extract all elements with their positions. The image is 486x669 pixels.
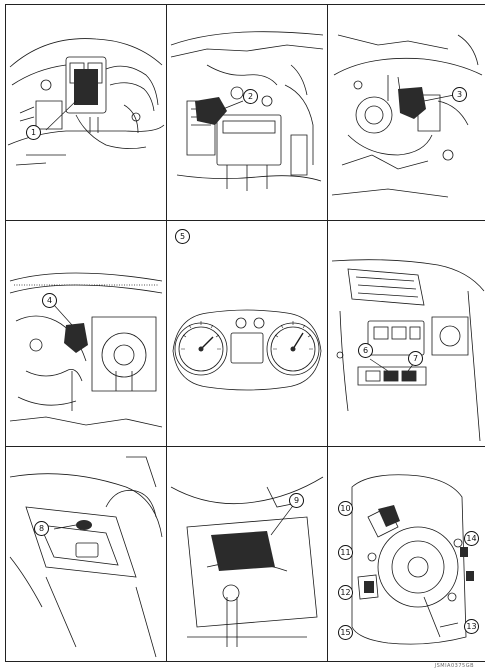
callout-15: 15: [338, 625, 353, 640]
callout-12: 12: [338, 585, 353, 600]
panel-engine-room-left: 1: [6, 5, 166, 220]
engine-cowl-illustration: [9, 272, 163, 428]
panel-engine-room-center: 2: [167, 5, 327, 220]
callout-13: 13: [464, 619, 479, 634]
callout-11: 11: [338, 545, 353, 560]
callout-14: 14: [464, 531, 479, 546]
callout-7: 7: [408, 351, 423, 366]
transaxle-illustration: [351, 474, 474, 645]
engine-room-left-illustration: [7, 38, 165, 166]
panel-transaxle: 10 11 12 13 14 15: [328, 447, 485, 661]
grid-divider: [166, 5, 167, 661]
callout-8: 8: [34, 521, 49, 536]
panel-grid: 1: [5, 4, 485, 662]
floor-sensor-illustration: [170, 476, 324, 647]
figure-reference: JSMIA0375GB: [434, 663, 474, 669]
callout-9: 9: [289, 493, 304, 508]
callout-10: 10: [338, 501, 353, 516]
combination-meter-illustration: [172, 309, 322, 391]
panel-engine-room-right: 3: [328, 5, 485, 220]
panel-combination-meter: 5: [167, 221, 327, 446]
callout-6: 6: [358, 343, 373, 358]
panel-center-console: 8: [6, 447, 166, 661]
panel-engine-cowl: 4: [6, 221, 166, 446]
instrument-switches-illustration: [331, 259, 485, 442]
panel-floor-sensor: 9: [167, 447, 327, 661]
callout-2: 2: [243, 89, 258, 104]
center-console-illustration: [9, 456, 163, 658]
grid-divider: [327, 5, 328, 661]
engine-room-right-illustration: [331, 34, 483, 198]
grid-divider: [6, 446, 484, 447]
callout-1: 1: [26, 125, 41, 140]
callout-5: 5: [175, 229, 190, 244]
callout-4: 4: [42, 293, 57, 308]
callout-3: 3: [452, 87, 467, 102]
panel-instrument-switches: 6 7: [328, 221, 485, 446]
engine-room-center-illustration: [170, 31, 324, 191]
grid-divider: [6, 220, 484, 221]
